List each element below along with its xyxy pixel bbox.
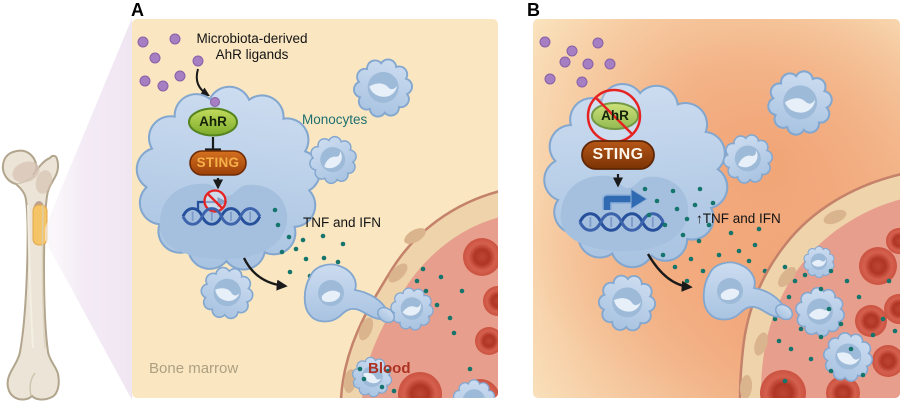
sting-label: STING — [196, 155, 240, 170]
monocyte-in-blood — [804, 246, 834, 277]
ligands-label-line1: Microbiota-derived — [196, 31, 308, 46]
endothelial-nuclei — [343, 228, 426, 393]
vessel-outer-rim — [339, 190, 498, 398]
red-blood-cells — [760, 228, 900, 398]
cytokines-label: TNF and IFN — [303, 215, 382, 230]
monocyte-cell — [592, 267, 662, 339]
ahr-ligand-dots — [137, 33, 204, 92]
femur-bone-illustration — [1, 18, 132, 401]
cell-nucleus — [560, 175, 689, 252]
femur-bone — [1, 149, 60, 401]
panel-b-label: B — [527, 0, 540, 20]
sting-badge — [581, 140, 655, 170]
bone-marrow-region-label: Bone marrow — [149, 360, 239, 377]
sting-badge — [189, 150, 247, 176]
ahr-label: AhR — [601, 108, 629, 123]
monocyte-main-cell — [132, 74, 332, 284]
panel-a-bone-marrow-steady-state: Microbiota-derived AhR ligands AhR STING… — [132, 19, 498, 398]
migration-arrow — [242, 257, 288, 291]
monocytes-label: Monocytes — [302, 112, 368, 127]
transmigrating-monocyte — [303, 263, 396, 324]
panel-b-ahr-deficient-inflamed: AhR STING ↑TNF and IFN — [533, 19, 900, 398]
vessel-outer-rim — [738, 173, 900, 398]
transmigrating-monocyte — [702, 261, 794, 321]
sting-label: STING — [592, 146, 644, 163]
migration-arrow — [646, 253, 693, 292]
cytokine-dots-in-blood — [357, 266, 473, 394]
ahr-badge-crossed — [586, 88, 642, 144]
ahr-badge — [188, 107, 238, 137]
blood-region-label: Blood — [368, 360, 411, 377]
blood-vessel — [339, 190, 498, 398]
ligand-entry-arrow — [195, 68, 210, 97]
monocyte-main-cell — [536, 76, 734, 274]
ahr-ligand-dots — [539, 36, 616, 88]
cytokines-upregulated-label: ↑TNF and IFN — [696, 211, 781, 226]
transcription-active-icon — [602, 188, 648, 210]
ahr-label: AhR — [199, 114, 227, 129]
ligands-label-line2: AhR ligands — [215, 47, 289, 63]
inhibition-tbar-icon — [205, 137, 221, 151]
transcription-blocked-icon — [196, 189, 228, 213]
panel-a-label: A — [131, 0, 144, 20]
endothelial-nuclei — [739, 209, 847, 398]
ligands-label: Microbiota-derived AhR ligands — [177, 31, 327, 64]
blood-vessel — [738, 173, 900, 398]
cytokine-dots-in-blood — [772, 264, 898, 384]
bound-ligand-dot — [210, 97, 220, 107]
zoom-cone — [45, 18, 132, 400]
bone-marrow-cavity — [32, 204, 48, 246]
monocyte-cell — [764, 66, 836, 140]
